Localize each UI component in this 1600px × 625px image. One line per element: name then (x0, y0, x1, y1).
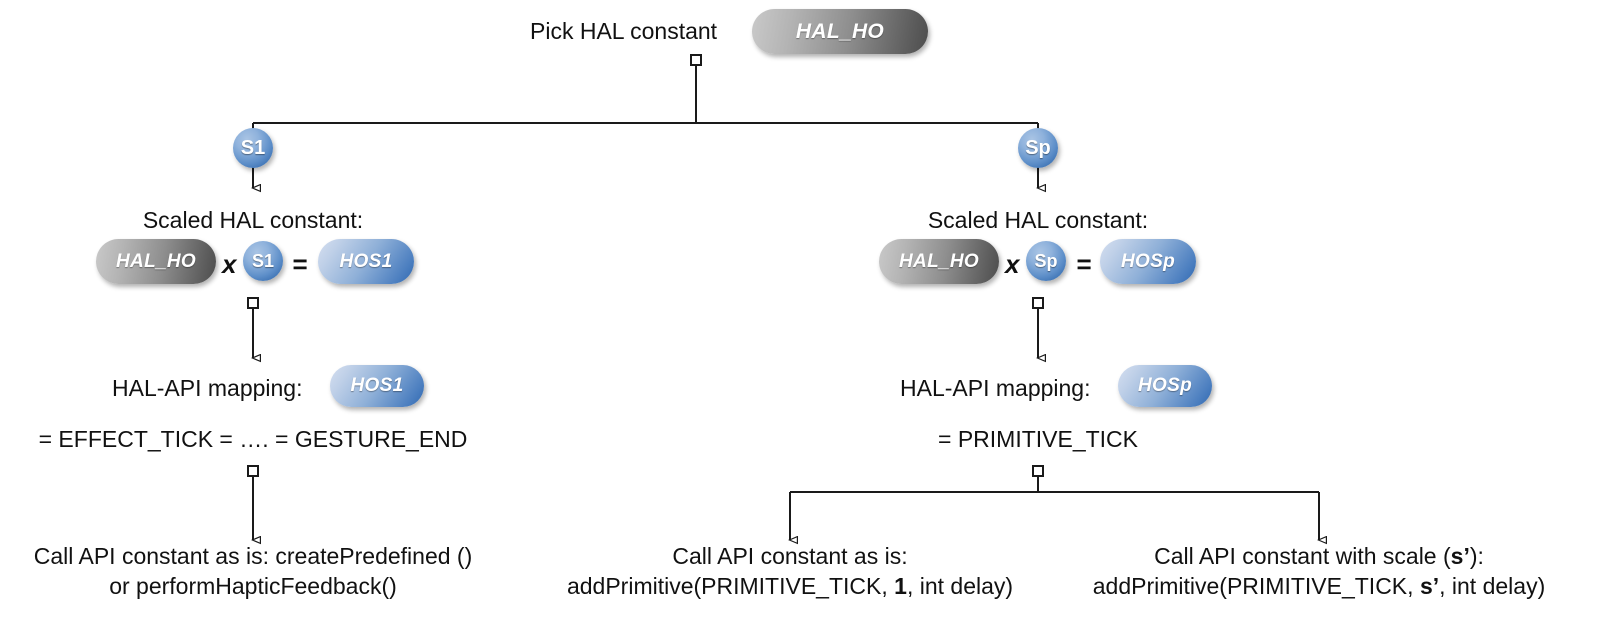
right-mapping-expansion: = PRIMITIVE_TICK (937, 426, 1139, 452)
left-mapping-caption: HAL-API mapping: (112, 375, 303, 401)
right-outcome-2-scale-symbol: s’ (1450, 543, 1470, 569)
left-outcome-line2: or performHapticFeedback() (109, 573, 397, 599)
left-mapping-pill[interactable]: HOS1 (330, 365, 424, 407)
right-outcome-2-line1-post: ): (1469, 543, 1484, 569)
right-outcome-2-line2: addPrimitive(PRIMITIVE_TICK, s’, int del… (1093, 573, 1545, 599)
right-scaled-base-pill[interactable]: HAL_HO (879, 239, 999, 284)
right-outcome-1-text: Call API constant as is: addPrimitive(PR… (525, 541, 1055, 601)
right-outcome-1-line1: Call API constant as is: (672, 543, 908, 569)
left-mapping-expansion: = EFFECT_TICK = …. = GESTURE_END (38, 426, 468, 452)
left-scaled-result-pill[interactable]: HOS1 (318, 239, 414, 284)
right-scaled-caption: Scaled HAL constant: (927, 207, 1149, 233)
left-scaled-base-pill[interactable]: HAL_HO (96, 239, 216, 284)
right-outcome-1-scale-value: 1 (894, 573, 907, 599)
right-outcome-2-line2-post: , int delay) (1439, 573, 1546, 599)
right-scaled-result-pill[interactable]: HOSp (1100, 239, 1196, 284)
left-multiply-operator: x (222, 249, 237, 279)
left-scale-factor-s1[interactable]: S1 (243, 241, 283, 281)
branch-node-sp[interactable]: Sp (1018, 128, 1058, 168)
root-caption: Pick HAL constant (530, 18, 718, 44)
right-outcome-2-scale-value: s’ (1419, 573, 1440, 599)
branch-node-s1[interactable]: S1 (233, 128, 273, 168)
right-outcome-1-line2-pre: addPrimitive(PRIMITIVE_TICK, (566, 573, 895, 599)
right-mapping-pill[interactable]: HOSp (1118, 365, 1212, 407)
right-outcome-1-line2-post: , int delay) (906, 573, 1014, 599)
left-outcome-line1: Call API constant as is: createPredefine… (33, 543, 473, 569)
right-multiply-operator: x (1005, 249, 1020, 279)
right-outcome-2-line1-pre: Call API constant with scale ( (1154, 543, 1451, 569)
right-mapping-caption: HAL-API mapping: (900, 375, 1091, 401)
root-pill-hal-ho[interactable]: HAL_HO (752, 9, 928, 54)
right-outcome-1-line2: addPrimitive(PRIMITIVE_TICK, 1, int dela… (567, 573, 1013, 599)
right-equals-operator: = (1076, 249, 1092, 279)
left-equals-operator: = (292, 249, 308, 279)
left-scaled-caption: Scaled HAL constant: (142, 207, 364, 233)
right-outcome-2-text: Call API constant with scale (s’): addPr… (1049, 541, 1589, 601)
right-outcome-2-line2-pre: addPrimitive(PRIMITIVE_TICK, (1092, 573, 1420, 599)
left-outcome-text: Call API constant as is: createPredefine… (0, 541, 513, 601)
right-scale-factor-sp[interactable]: Sp (1026, 241, 1066, 281)
right-outcome-2-line1: Call API constant with scale (s’): (1154, 543, 1484, 569)
